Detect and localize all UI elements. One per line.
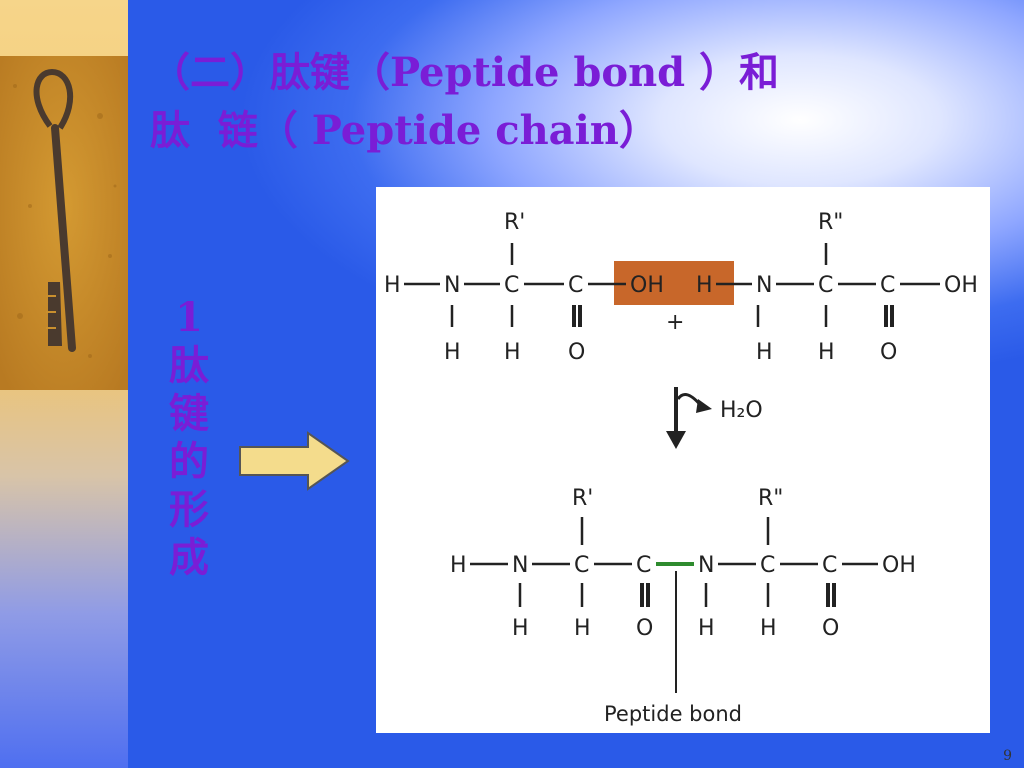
slide-title: （二）肽键（Peptide bond ）和 肽 链（ Peptide chain… xyxy=(150,44,990,160)
top-bonds xyxy=(404,243,940,327)
title-line-1: （二）肽键（Peptide bond ）和 xyxy=(150,49,780,96)
r-group-label: R" xyxy=(818,210,843,235)
atom-label: H xyxy=(444,340,461,365)
right-arrow-icon xyxy=(239,431,350,491)
label-char: 键 xyxy=(169,390,209,437)
atom-label: O xyxy=(568,340,585,365)
r-group-label: R' xyxy=(504,210,525,235)
atom-label: C xyxy=(636,553,651,578)
plus-sign: + xyxy=(666,310,684,335)
atom-label: H xyxy=(818,340,835,365)
r-group-label: R' xyxy=(572,486,593,511)
atom-label: H xyxy=(756,340,773,365)
atom-label: C xyxy=(822,553,837,578)
atom-label: H xyxy=(760,616,777,641)
bottom-bonds xyxy=(470,517,878,607)
bottom-double-bonds xyxy=(640,583,836,607)
atom-label: N xyxy=(756,273,772,298)
atom-label: O xyxy=(636,616,653,641)
top-double-bonds xyxy=(572,305,894,327)
atom-label: N xyxy=(698,553,714,578)
water-label: H₂O xyxy=(720,398,763,423)
page-number: 9 xyxy=(1003,748,1012,764)
peptide-bond-caption: Peptide bond xyxy=(604,702,742,726)
atom-label: H xyxy=(384,273,401,298)
label-char: 肽 xyxy=(169,342,209,389)
reaction-arrow xyxy=(666,387,712,449)
label-char: 的 xyxy=(169,438,209,485)
atom-label: C xyxy=(880,273,895,298)
atom-label: N xyxy=(444,273,460,298)
atom-label: C xyxy=(818,273,833,298)
atom-label: O xyxy=(880,340,897,365)
label-char: 成 xyxy=(169,534,209,581)
atom-label: O xyxy=(822,616,839,641)
atom-label: OH xyxy=(630,273,664,298)
atom-label: N xyxy=(512,553,528,578)
label-char: 形 xyxy=(169,486,209,533)
atom-label: H xyxy=(512,616,529,641)
peptide-bond-diagram: H N C C OH H N C C OH R' R" H H O H H O … xyxy=(376,187,990,733)
atom-label: OH xyxy=(882,553,916,578)
atom-label: H xyxy=(574,616,591,641)
atom-label: H xyxy=(696,273,713,298)
label-char: 1 xyxy=(175,294,203,341)
atom-label: C xyxy=(574,553,589,578)
atom-label: C xyxy=(568,273,583,298)
atom-label: H xyxy=(450,553,467,578)
section-label-vertical: 1 肽 键 的 形 成 xyxy=(166,294,212,582)
r-group-label: R" xyxy=(758,486,783,511)
dehydration-highlight xyxy=(614,261,734,305)
atom-label: OH xyxy=(944,273,978,298)
atom-label: C xyxy=(504,273,519,298)
atom-label: H xyxy=(698,616,715,641)
title-line-2: 肽 链（ Peptide chain） xyxy=(150,107,659,154)
atom-label: C xyxy=(760,553,775,578)
key-photo-image xyxy=(0,56,128,390)
atom-label: H xyxy=(504,340,521,365)
